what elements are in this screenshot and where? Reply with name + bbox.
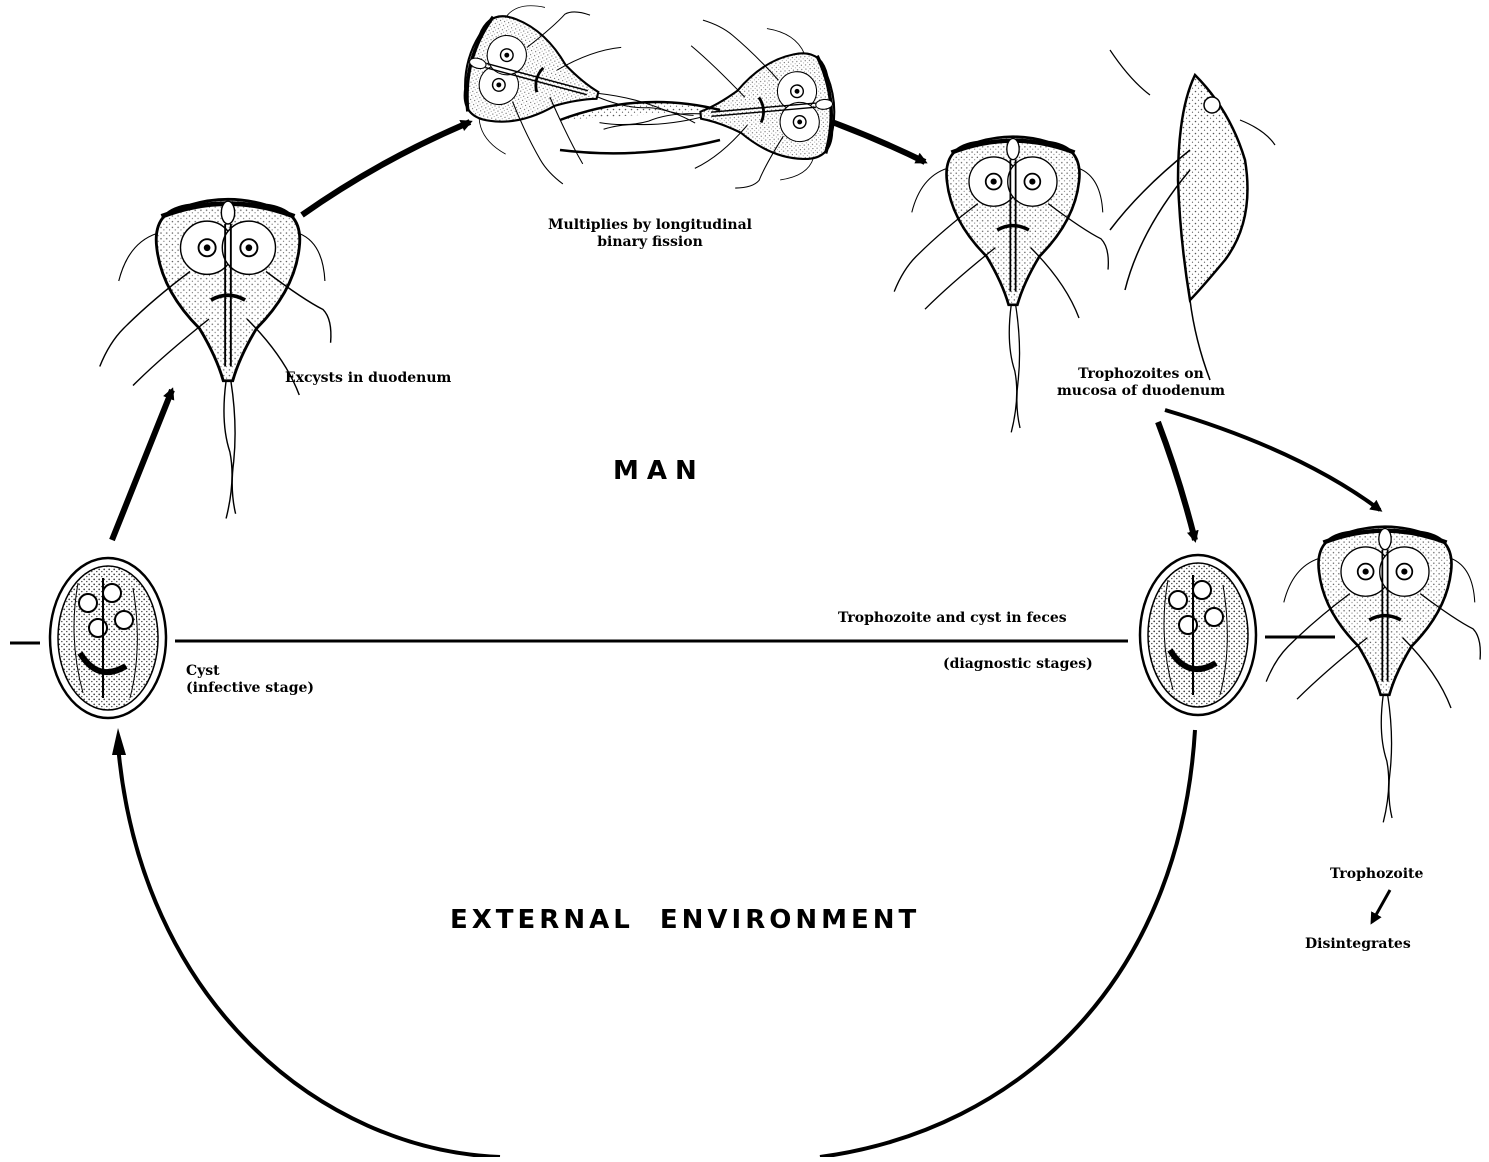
env-arc-left [118, 745, 500, 1157]
env-arc-right [820, 730, 1195, 1157]
arrow-mucosa-to-feces [1158, 422, 1195, 540]
label-mucosa: Trophozoites on mucosa of duodenum [1036, 366, 1246, 400]
arrow-mucosa-to-trophozoite [1165, 410, 1380, 510]
label-trophozoite: Trophozoite [1330, 866, 1423, 883]
trophozoites-dividing [444, 0, 841, 213]
trophozoite-excysting [100, 199, 331, 518]
label-cyst: Cyst (infective stage) [186, 663, 314, 697]
cyst-diagnostic [1140, 555, 1256, 715]
label-feces: Trophozoite and cyst in feces [838, 610, 1067, 627]
trophozoite-mucosa-side [1110, 50, 1275, 380]
label-disintegrates: Disintegrates [1305, 936, 1411, 953]
arrow-to-cyst [112, 728, 126, 755]
arrow-fission-to-mucosa [832, 122, 925, 162]
arrow-excyst-to-fission [302, 122, 470, 215]
zone-label-man: MAN [613, 456, 705, 486]
arrow-cyst-to-excyst [112, 390, 172, 540]
trophozoite-feces [1266, 527, 1480, 823]
zone-label-external: EXTERNAL ENVIRONMENT [450, 905, 920, 935]
cyst-infective [50, 558, 166, 718]
label-excysts: Excysts in duodenum [285, 370, 451, 387]
arrow-to-disintegrates [1372, 890, 1390, 922]
label-fission: Multiplies by longitudinal binary fissio… [530, 217, 770, 251]
label-diagnostic: (diagnostic stages) [943, 656, 1093, 673]
